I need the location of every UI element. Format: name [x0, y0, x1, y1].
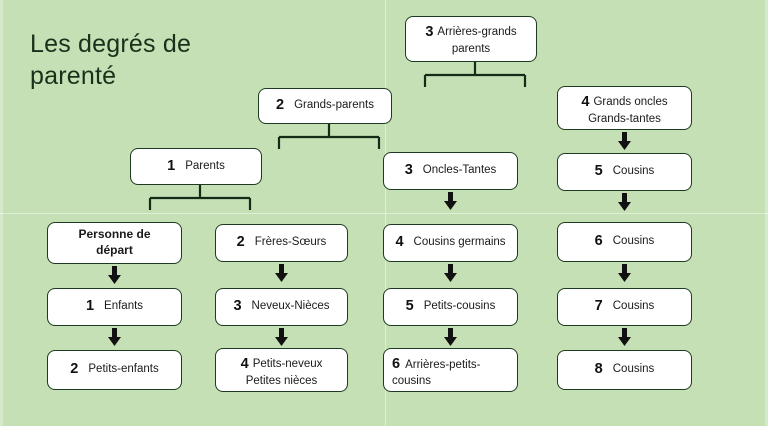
node-number: 3 [233, 298, 242, 315]
node-number: 4 [240, 356, 249, 372]
down-arrow-icon [107, 266, 122, 285]
node-number: 4 [395, 234, 404, 251]
node-number: 4 [581, 94, 590, 110]
node-label: Petits-enfants [88, 363, 159, 376]
node-label: Grands-parents [294, 99, 374, 112]
node-grands-parents[interactable]: 2 Grands-parents [258, 88, 392, 124]
node-number: 2 [236, 234, 245, 251]
node-personne-de-depart[interactable]: Personne de départ [47, 222, 182, 264]
node-number: 5 [594, 163, 603, 180]
node-number: 6 [392, 356, 401, 372]
down-arrow-icon [443, 328, 458, 347]
node-cousins-6[interactable]: 6 Cousins [557, 222, 692, 262]
node-number: 6 [594, 233, 603, 250]
bracket-connector-icon [420, 62, 530, 88]
node-number: 3 [425, 24, 434, 40]
node-cousins-5[interactable]: 5 Cousins [557, 153, 692, 191]
node-oncles-tantes[interactable]: 3 Oncles-Tantes [383, 152, 518, 190]
slide-guide-horizontal [0, 213, 768, 214]
node-freres-soeurs[interactable]: 2 Frères-Sœurs [215, 224, 348, 262]
node-number: 2 [276, 97, 285, 114]
node-label: Cousins germains [413, 236, 506, 249]
node-cousins-8[interactable]: 8 Cousins [557, 350, 692, 390]
node-label-line2: Grands-tantes [588, 113, 661, 126]
down-arrow-icon [617, 328, 632, 347]
node-label: Arrières-grands parents [437, 26, 517, 56]
node-label: Cousins [612, 363, 655, 376]
slide-edge-right [765, 0, 768, 426]
node-cousins-7[interactable]: 7 Cousins [557, 288, 692, 326]
node-label: Frères-Sœurs [254, 236, 327, 249]
down-arrow-icon [274, 264, 289, 283]
node-label-line1: Personne de [78, 227, 151, 242]
node-label: Cousins [612, 300, 655, 313]
node-label: Cousins [612, 235, 655, 248]
node-number: 1 [85, 298, 95, 315]
down-arrow-icon [443, 192, 458, 211]
node-label-line2: Petites nièces [245, 375, 318, 388]
down-arrow-icon [274, 328, 289, 347]
down-arrow-icon [107, 328, 122, 347]
node-label: Parents [185, 159, 225, 172]
node-label: Oncles-Tantes [422, 164, 497, 177]
node-label-line1: Petits-neveux [252, 358, 323, 370]
node-petits-enfants[interactable]: 2 Petits-enfants [47, 350, 182, 390]
slide-edge-left [0, 0, 3, 426]
bracket-connector-icon [275, 124, 383, 150]
page-title: Les degrés de parenté [30, 30, 192, 90]
node-number: 7 [594, 298, 603, 315]
node-number: 1 [167, 157, 176, 174]
down-arrow-icon [443, 264, 458, 283]
node-label-line1: Grands oncles [593, 96, 668, 108]
node-enfants[interactable]: 1 Enfants [47, 288, 182, 326]
down-arrow-icon [617, 264, 632, 283]
slide-guide-vertical [385, 0, 386, 426]
node-number: 2 [70, 361, 79, 378]
node-number: 5 [405, 298, 414, 315]
node-number: 3 [404, 162, 413, 179]
node-label: Cousins [612, 165, 655, 178]
node-neveux-nieces[interactable]: 3 Neveux-Nièces [215, 288, 348, 326]
node-label: Petits-cousins [423, 300, 496, 313]
node-label: Neveux-Nièces [251, 300, 330, 313]
node-cousins-germains[interactable]: 4 Cousins germains [383, 224, 518, 262]
node-number: 8 [594, 361, 603, 378]
down-arrow-icon [617, 132, 632, 151]
bracket-connector-icon [146, 185, 254, 211]
down-arrow-icon [617, 193, 632, 212]
node-petits-cousins[interactable]: 5 Petits-cousins [383, 288, 518, 326]
node-label: Enfants [104, 300, 144, 313]
node-label: Arrières-petits-cousins [392, 359, 481, 388]
node-parents[interactable]: 1 Parents [130, 148, 262, 185]
node-label-line2: départ [96, 243, 133, 257]
